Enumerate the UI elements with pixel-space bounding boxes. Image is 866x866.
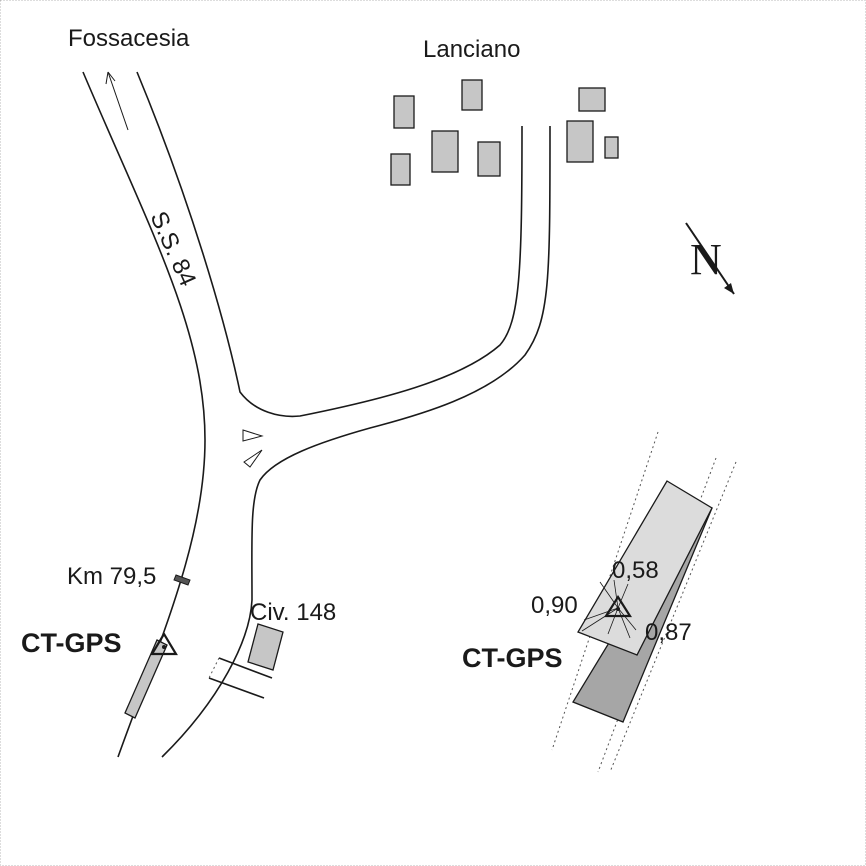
distance-rays [581, 579, 637, 639]
road-branch-edge [161, 125, 551, 758]
direction-arrow-icon [105, 71, 129, 131]
buildings-lanciano [390, 79, 619, 186]
gps-station-triangle-icon [604, 594, 632, 618]
label-ct-gps-left: CT-GPS [21, 628, 122, 658]
label-fossacesia: Fossacesia [68, 25, 190, 52]
label-distance-0-87: 0,87 [645, 619, 692, 646]
detail-view [551, 431, 737, 773]
building [390, 153, 411, 186]
label-distance-0-58: 0,58 [612, 557, 659, 584]
detail-dash [551, 431, 659, 751]
building [461, 79, 483, 111]
label-ct-gps-detail: CT-GPS [462, 643, 563, 673]
detail-dash [609, 461, 737, 773]
junction-triangle-icon [243, 449, 263, 468]
building [566, 120, 594, 163]
building [477, 141, 501, 177]
detail-slab [577, 480, 713, 656]
label-civic-148: Civ. 148 [250, 599, 336, 626]
building [393, 95, 415, 129]
side-road-dash [208, 657, 220, 679]
side-road [208, 657, 273, 699]
gps-station-triangle-icon [150, 631, 178, 656]
junction-triangle-icon [242, 429, 264, 442]
north-label: N [690, 235, 722, 284]
km-marker-icon [173, 574, 191, 586]
building-civ-148 [247, 623, 284, 671]
building [604, 136, 619, 159]
north-arrow-icon: N [685, 222, 735, 295]
label-lanciano: Lanciano [423, 36, 520, 63]
side-road-edge-top [218, 657, 273, 679]
label-km-marker: Km 79,5 [67, 563, 156, 590]
road-ss84-east-edge [136, 71, 523, 418]
gps-station-slab-left [124, 639, 168, 719]
side-road-edge-bottom [208, 677, 265, 699]
building [431, 130, 459, 173]
building [578, 87, 606, 112]
label-distance-0-90: 0,90 [531, 592, 578, 619]
